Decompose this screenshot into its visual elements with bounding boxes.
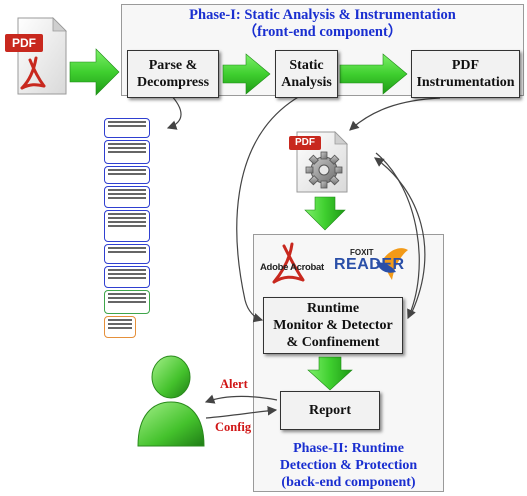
pdf-instrumentation-box: PDF Instrumentation (411, 50, 520, 98)
arrow-monitor-to-report (307, 356, 353, 391)
object-snippet (104, 186, 150, 208)
curve-user-to-report (205, 406, 278, 419)
object-snippet (104, 244, 150, 264)
arrow-pdf-to-parse (69, 48, 120, 96)
phase1-title-line2: （front-end component） (242, 24, 403, 40)
user-icon (137, 355, 205, 447)
phase2-title: Phase-II: Runtime Detection & Protection… (253, 440, 444, 491)
curve-pdf-to-monitor (375, 152, 420, 320)
parse-decompress-box: Parse & Decompress (127, 50, 219, 98)
object-snippet (104, 166, 150, 184)
adobe-acrobat-logo (272, 242, 305, 284)
foxit-text: FOXIT (350, 248, 374, 257)
curve-instrument-to-pdf (349, 97, 441, 131)
phase2-title-line3: (back-end component) (281, 475, 416, 490)
curve-static-to-monitor (236, 95, 301, 323)
arrow-instrumented-to-readers (304, 196, 346, 231)
object-snippet (104, 210, 150, 242)
foxit-reader-text: READER (334, 256, 405, 273)
curve-parse-to-objects (166, 93, 182, 130)
pdf-file-icon (5, 17, 67, 95)
arrow-parse-to-static (222, 53, 271, 95)
foxit-reader-logo (376, 248, 408, 280)
instrumented-pdf-label: PDF (295, 137, 315, 148)
decompressed-objects (104, 118, 150, 348)
object-snippet (104, 290, 150, 314)
report-box: Report (280, 391, 380, 430)
static-analysis-box: Static Analysis (275, 50, 338, 98)
phase2-title-line2: Detection & Protection (279, 458, 418, 473)
object-snippet (104, 118, 150, 138)
object-snippet (104, 140, 150, 164)
curve-report-to-user (204, 394, 278, 404)
runtime-monitor-box: Runtime Monitor & Detector & Confinement (263, 297, 403, 354)
curve-monitor-to-pdf (374, 157, 426, 313)
object-snippet (104, 266, 150, 288)
config-label: Config (215, 420, 252, 434)
object-snippet (104, 316, 136, 338)
instrumented-pdf-icon (289, 131, 348, 193)
arrow-static-to-instrument (339, 53, 408, 95)
phase1-title: Phase-I: Static Analysis & Instrumentati… (121, 7, 524, 41)
gear-icon (305, 151, 343, 189)
adobe-acrobat-text: Adobe Acrobat (260, 262, 324, 273)
phase2-title-line1: Phase-II: Runtime (293, 441, 404, 456)
alert-label: Alert (220, 377, 248, 391)
pdf-icon-label: PDF (12, 36, 36, 50)
phase1-title-line1: Phase-I: Static Analysis & Instrumentati… (189, 7, 456, 23)
